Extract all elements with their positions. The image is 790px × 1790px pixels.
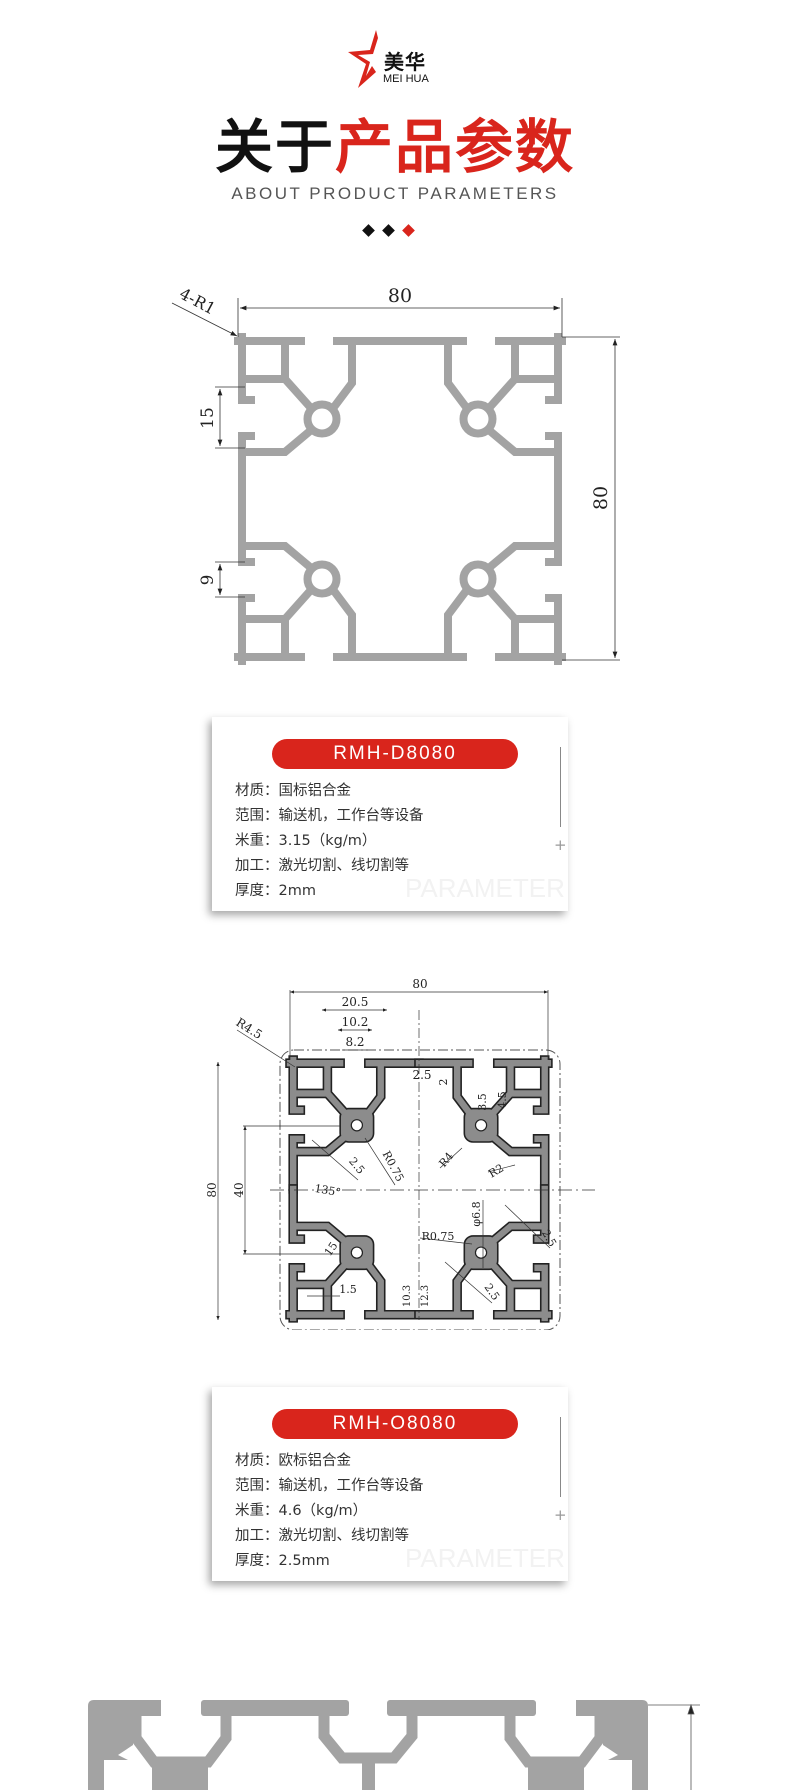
dim-label: 2.5 (482, 1281, 503, 1303)
divider (560, 1417, 561, 1497)
profile-quarter (238, 337, 400, 499)
spec-weight: 米重：3.15（kg/m） (235, 833, 377, 849)
dim-label: 12.3 (420, 1285, 431, 1307)
dim-label: 10.2 (342, 1015, 369, 1029)
dim-label: 20.5 (342, 995, 369, 1009)
dim-label: R4 (436, 1150, 456, 1170)
slot-walls (130, 1714, 606, 1768)
dim-label: 80 (205, 1182, 219, 1197)
dim-label: 80 (412, 977, 427, 991)
profile-drawing-d8080: 80 80 4-R1 15 9 (171, 284, 620, 680)
spec-processing: 加工：激光切割、线切割等 (235, 858, 409, 874)
profile-quarter (419, 1189, 548, 1318)
dim-label: 2.5 (412, 1068, 431, 1082)
profile-quarter (238, 499, 400, 661)
dimension-lines (171, 298, 620, 661)
dim-label: 10.3 (402, 1285, 413, 1307)
dim-label: 15 (322, 1240, 341, 1259)
model-badge: RMH-D8080 (272, 739, 518, 769)
dim-label: 4.5 (496, 1091, 509, 1109)
profile-section (238, 337, 562, 661)
spec-list: 材质：欧标铝合金 范围：输送机，工作台等设备 米重：4.6（kg/m） 加工：激… (235, 1449, 424, 1574)
page-title: 关于产品参数 (0, 100, 790, 184)
diamond-icon (382, 224, 395, 237)
logo-name-en: MEI HUA (383, 73, 429, 85)
dim-label: R0.75 (380, 1149, 407, 1184)
spec-card-d8080: RMH-D8080 材质：国标铝合金 范围：输送机，工作台等设备 米重：3.15… (212, 717, 568, 911)
spec-list: 材质：国标铝合金 范围：输送机，工作台等设备 米重：3.15（kg/m） 加工：… (235, 779, 424, 904)
diamond-icon (402, 224, 415, 237)
profile-drawing-partial (88, 1700, 700, 1790)
dim-label: R2 (486, 1162, 506, 1181)
spec-scope: 范围：输送机，工作台等设备 (235, 808, 424, 824)
dim-label: 135° (313, 1182, 341, 1199)
divider (560, 747, 561, 827)
watermark: PARAMETER (405, 873, 565, 903)
watermark: PARAMETER (405, 1543, 565, 1573)
profile-quarter (400, 337, 562, 499)
dimension-lines (216, 990, 595, 1320)
spec-scope: 范围：输送机，工作台等设备 (235, 1478, 424, 1494)
profile-drawing-o8080: 80 20.5 10.2 8.2 R4.5 2.5 2 3.5 4.5 80 4… (205, 977, 595, 1330)
logo-star-icon (348, 30, 378, 88)
spec-card-o8080: RMH-O8080 材质：欧标铝合金 范围：输送机，工作台等设备 米重：4.6（… (212, 1387, 568, 1581)
dim-label: 1.5 (339, 1283, 357, 1296)
dim-label: R0.75 (422, 1230, 455, 1243)
dim-label: 40 (232, 1182, 246, 1197)
dim-slot-width: 9 (198, 575, 218, 586)
dim-radius: 4-R1 (176, 284, 218, 319)
plus-icon: + (554, 836, 567, 854)
profile-quarter (400, 499, 562, 661)
spec-material: 材质：国标铝合金 (235, 783, 351, 799)
dim-label: 3.5 (476, 1093, 489, 1111)
rail-profile (88, 1700, 648, 1790)
dimension-lines (648, 1703, 700, 1790)
dim-label: 8.2 (345, 1035, 364, 1049)
dim-width: 80 (388, 285, 412, 307)
dim-slot-spacing: 15 (198, 407, 218, 429)
dim-label: 2.5 (346, 1155, 367, 1177)
page-subtitle: ABOUT PRODUCT PARAMETERS (231, 184, 559, 203)
diamond-icon (362, 224, 375, 237)
dim-label: φ6.8 (470, 1201, 483, 1226)
spec-material: 材质：欧标铝合金 (235, 1453, 351, 1469)
profile-quarter (290, 1189, 419, 1318)
spec-thickness: 厚度：2.5mm (235, 1553, 330, 1569)
spec-processing: 加工：激光切割、线切割等 (235, 1528, 409, 1544)
dim-height: 80 (590, 486, 612, 510)
spec-thickness: 厚度：2mm (235, 883, 316, 899)
dim-label: 2 (437, 1079, 450, 1086)
title-red: 产品参数 (335, 113, 576, 181)
logo-name-cn: 美华 (384, 50, 426, 74)
stems (152, 1756, 584, 1790)
plus-icon: + (554, 1506, 567, 1524)
title-black: 关于 (214, 113, 335, 181)
model-badge: RMH-O8080 (272, 1409, 518, 1439)
spec-weight: 米重：4.6（kg/m） (235, 1503, 368, 1519)
